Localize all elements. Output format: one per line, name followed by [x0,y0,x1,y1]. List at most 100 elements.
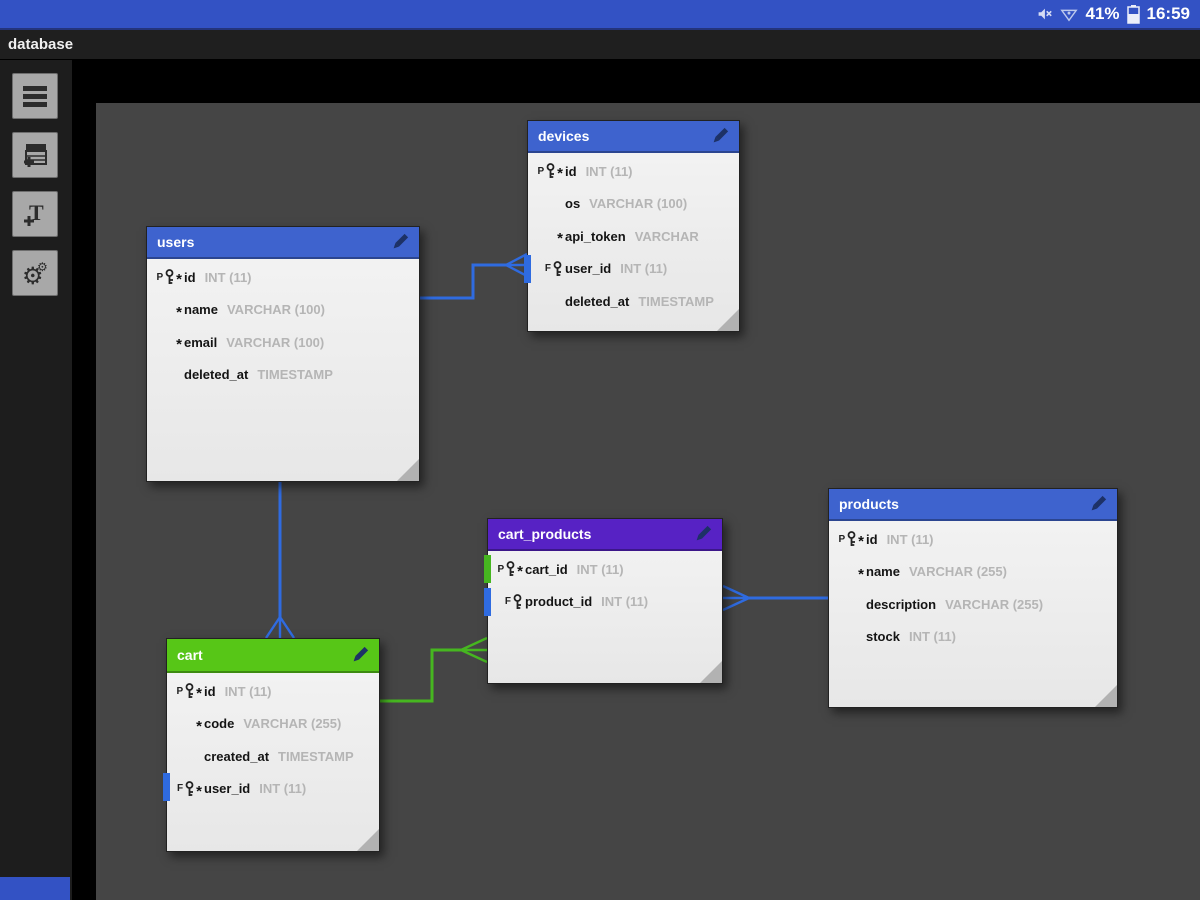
wifi-icon [1060,9,1079,22]
field-name: description [866,596,937,612]
field-row[interactable]: P*id INT (11) [147,261,419,294]
key-badge: F* [177,780,202,800]
field-name: email [184,334,218,350]
field-name: id [866,531,878,547]
edit-pencil-icon[interactable] [349,644,371,666]
field-type: VARCHAR (255) [908,564,1007,580]
field-name: name [184,302,218,318]
edit-pencil-icon[interactable] [1087,493,1109,515]
table-title: users [157,234,195,250]
field-row[interactable]: stock INT (11) [829,621,1117,654]
field-type: VARCHAR (255) [243,716,342,732]
edit-pencil-icon[interactable] [692,523,714,545]
field-type: VARCHAR (100) [589,196,688,212]
field-type: VARCHAR (100) [226,334,325,350]
field-type: TIMESTAMP [638,293,714,309]
battery-percent: 41% [1085,4,1120,23]
field-name: deleted_at [565,293,630,309]
field-type: INT (11) [886,531,934,547]
table-header[interactable]: products [829,489,1117,521]
key-badge: * [557,230,563,248]
field-name: name [866,564,900,580]
add-text-button[interactable]: T [12,191,58,237]
canvas-top-gap [96,60,1200,103]
field-name: code [204,716,235,732]
field-name: deleted_at [184,367,249,383]
key-badge: * [176,336,182,354]
field-type: INT (11) [576,561,624,577]
field-name: id [565,163,577,179]
field-type: INT (11) [585,163,633,179]
key-badge: F [493,593,525,610]
field-name: os [565,196,581,212]
settings-button[interactable]: ⚙ ⚙ [12,250,58,296]
folded-corner [357,829,379,851]
field-name: stock [866,629,900,645]
page-title: database [8,36,74,53]
key-badge: * [858,565,864,583]
field-type: VARCHAR (255) [945,596,1044,612]
edit-pencil-icon[interactable] [389,231,411,253]
svg-text:⚙: ⚙ [37,260,48,274]
svg-text:⚙: ⚙ [22,263,44,288]
add-table-button[interactable] [12,132,58,178]
folded-corner [397,459,419,481]
edit-pencil-icon[interactable] [709,125,731,147]
clock: 16:59 [1146,4,1190,23]
key-icon [165,269,174,285]
field-row[interactable]: *name VARCHAR (255) [829,556,1117,589]
field-type: TIMESTAMP [278,748,354,764]
field-name: id [184,269,196,285]
key-icon [847,531,856,547]
table-header[interactable]: cart_products [488,519,722,551]
table-header[interactable]: cart [167,639,379,673]
table-title: cart_products [498,526,592,542]
field-row[interactable]: os VARCHAR (100) [528,188,739,221]
field-type: INT (11) [204,269,252,285]
field-type: INT (11) [908,629,956,645]
field-type: INT (11) [259,781,307,797]
field-row[interactable]: created_at TIMESTAMP [167,740,379,773]
field-row[interactable]: deleted_at TIMESTAMP [528,285,739,318]
bottom-left-accent [0,877,70,900]
sidebar: T ⚙ ⚙ [0,60,72,900]
key-icon [546,163,555,179]
key-badge: * [176,303,182,321]
field-name: created_at [204,748,270,764]
key-badge: P* [156,269,182,289]
folded-corner [1095,685,1117,707]
table-title: products [839,496,899,512]
field-name: cart_id [525,561,568,577]
field-row[interactable]: *email VARCHAR (100) [147,326,419,359]
battery-icon [1126,5,1140,24]
menu-icon [23,86,47,107]
field-name: api_token [565,228,626,244]
folded-corner [717,309,739,331]
sidebar-divider [72,60,96,900]
menu-button[interactable] [12,73,58,119]
relation-anchor-stub [484,587,491,616]
field-row[interactable]: description VARCHAR (255) [829,588,1117,621]
table-header[interactable]: devices [528,121,739,153]
key-icon [185,780,194,796]
status-bar: 41% 16:59 [0,0,1200,30]
field-type: INT (11) [224,683,272,699]
table-header[interactable]: users [147,227,419,259]
